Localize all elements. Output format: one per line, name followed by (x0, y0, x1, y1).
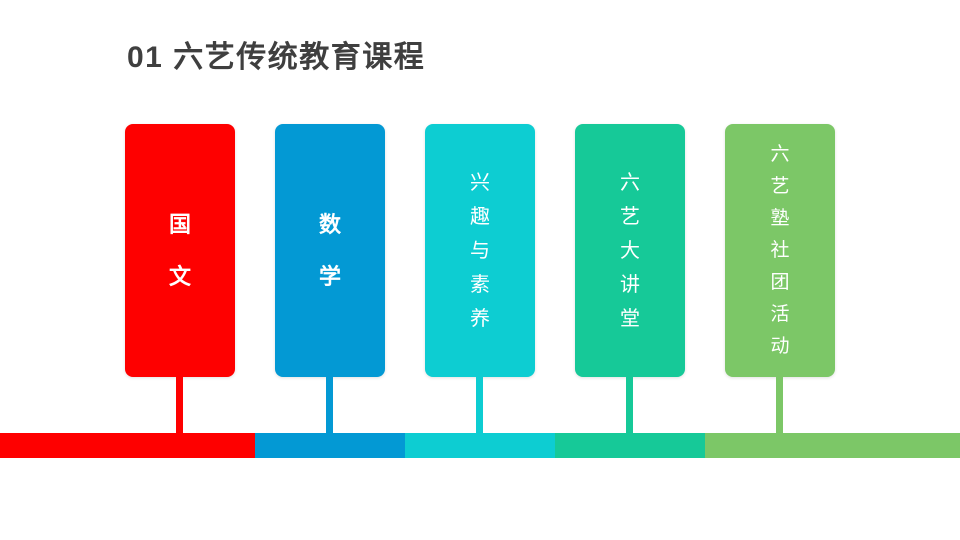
course-card-jiangtang: 六艺大讲堂 (575, 124, 685, 377)
course-column-shetuan: 六艺塾社团活动 (725, 124, 835, 433)
course-label-shetuan: 六艺塾社团活动 (770, 144, 790, 357)
course-column-xingqu: 兴趣与素养 (425, 124, 535, 433)
bar-segment-jiangtang (555, 433, 705, 458)
course-card-xingqu: 兴趣与素养 (425, 124, 535, 377)
bar-segment-shetuan (705, 433, 960, 458)
connector-line-xingqu (476, 377, 483, 433)
course-label-guowen: 国文 (168, 211, 191, 289)
course-column-guowen: 国文 (125, 124, 235, 433)
course-column-jiangtang: 六艺大讲堂 (575, 124, 685, 433)
course-card-shetuan: 六艺塾社团活动 (725, 124, 835, 377)
connector-line-shetuan (776, 377, 783, 433)
course-column-shuxue: 数学 (275, 124, 385, 433)
course-label-xingqu: 兴趣与素养 (470, 171, 490, 330)
course-cards-row: 国文 数学 兴趣与素养 六艺大讲堂 六艺塾社团活动 (125, 124, 835, 433)
connector-line-jiangtang (626, 377, 633, 433)
bar-segment-guowen (0, 433, 255, 458)
connector-line-shuxue (326, 377, 333, 433)
bar-segment-xingqu (405, 433, 555, 458)
course-label-jiangtang: 六艺大讲堂 (620, 171, 640, 330)
course-card-guowen: 国文 (125, 124, 235, 377)
course-card-shuxue: 数学 (275, 124, 385, 377)
course-label-shuxue: 数学 (318, 211, 341, 289)
slide-title: 01 六艺传统教育课程 (127, 41, 426, 74)
bar-segment-shuxue (255, 433, 405, 458)
timeline-bar (0, 433, 960, 458)
connector-line-guowen (176, 377, 183, 433)
